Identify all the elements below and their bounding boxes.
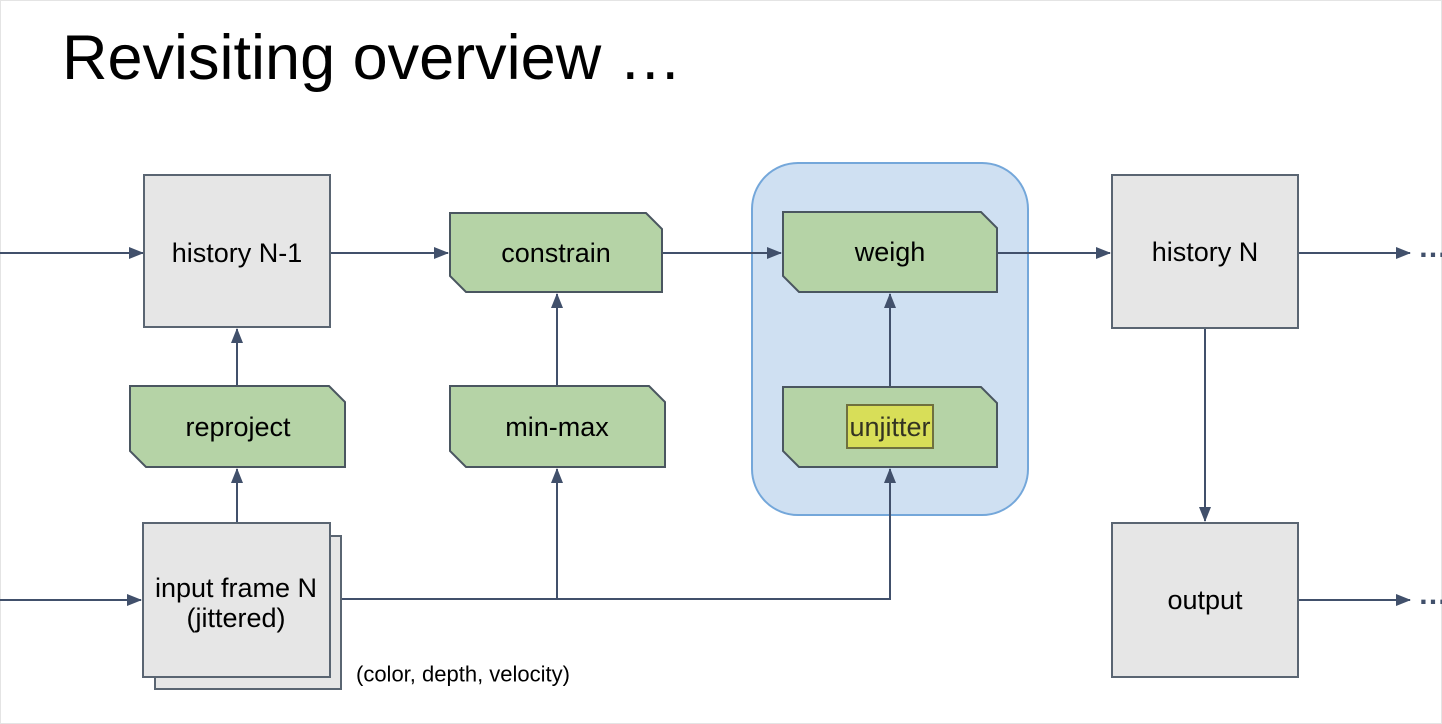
- node-reproject-label: reproject: [185, 412, 291, 442]
- node-history-prev: [143, 174, 331, 328]
- node-history-n-label: history N: [1152, 237, 1259, 267]
- node-reproject: [129, 385, 346, 468]
- continuation-dots-bottom: …: [1418, 578, 1442, 611]
- node-unjitter-label: unjitter: [849, 412, 930, 442]
- node-input-frame-label-line2: (jittered): [186, 603, 285, 633]
- continuation-dots-top: …: [1418, 231, 1442, 264]
- node-history-n: [1111, 174, 1299, 329]
- node-output-label: output: [1167, 585, 1243, 615]
- node-input-frame-label-line1: input frame N: [155, 573, 317, 603]
- unjitter-highlight: [846, 404, 934, 449]
- node-min-max: [449, 385, 666, 468]
- node-history-prev-label: history N-1: [172, 238, 303, 268]
- node-min-max-label: min-max: [505, 412, 609, 442]
- node-weigh: [782, 211, 998, 293]
- page-title: Revisiting overview …: [62, 23, 682, 93]
- node-output: [1111, 522, 1299, 678]
- node-constrain: [449, 212, 663, 293]
- node-constrain-label: constrain: [501, 238, 611, 268]
- edges-layer: [0, 247, 1411, 606]
- node-weigh-label: weigh: [854, 237, 926, 267]
- input-caption: (color, depth, velocity): [356, 662, 570, 687]
- node-input-frame: [142, 522, 331, 678]
- edge-input-to-unjitter: [330, 468, 896, 600]
